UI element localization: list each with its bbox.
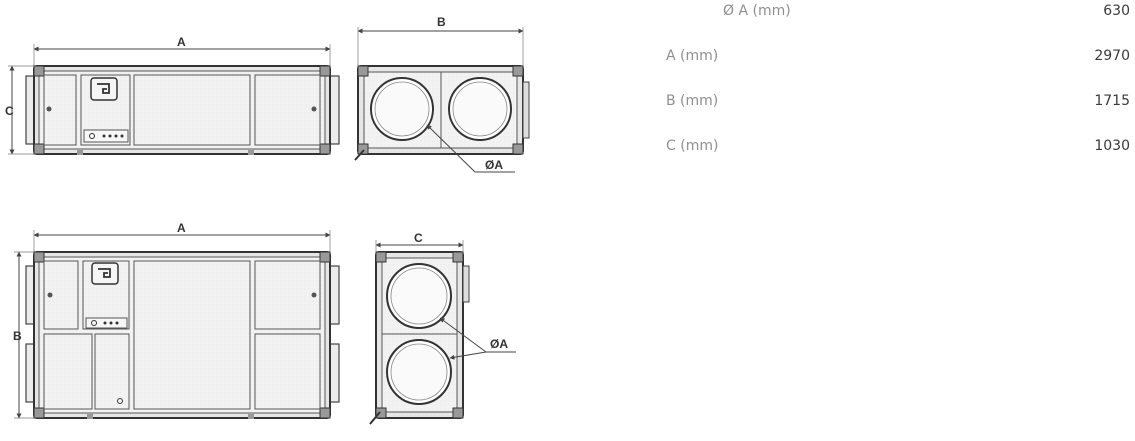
dimension-drawings: A C bbox=[5, 15, 530, 425]
spec-row-diameter: Ø A (mm) 630 bbox=[560, 0, 1135, 24]
side-view-horizontal: B ØA bbox=[354, 15, 530, 173]
dim-label-b: B bbox=[437, 15, 446, 29]
dim-label-b-lower: B bbox=[13, 329, 22, 343]
dim-label-a: A bbox=[177, 35, 186, 49]
spec-label: Ø A (mm) bbox=[723, 3, 791, 19]
dim-label-a-lower: A bbox=[177, 221, 186, 235]
spec-value: 1715 bbox=[1094, 93, 1130, 109]
dim-label-c-lower: C bbox=[414, 231, 423, 245]
front-view-horizontal: A C bbox=[5, 35, 340, 155]
spec-row-b: B (mm) 1715 bbox=[560, 90, 1135, 114]
spec-table: Ø A (mm) 630 A (mm) 2970 B (mm) 1715 C (… bbox=[560, 0, 1135, 170]
front-view-vertical: A B bbox=[13, 221, 340, 419]
spec-label: A (mm) bbox=[666, 48, 719, 64]
dim-label-diameter-bottom: ØA bbox=[490, 337, 508, 351]
spec-value: 1030 bbox=[1094, 138, 1130, 154]
spec-label: C (mm) bbox=[666, 138, 719, 154]
spec-value: 630 bbox=[1103, 3, 1130, 19]
side-view-vertical: C ØA bbox=[369, 231, 516, 425]
dim-label-c: C bbox=[5, 104, 14, 118]
spec-row-a: A (mm) 2970 bbox=[560, 45, 1135, 69]
spec-row-c: C (mm) 1030 bbox=[560, 135, 1135, 159]
dim-label-diameter-top: ØA bbox=[485, 158, 503, 172]
spec-value: 2970 bbox=[1094, 48, 1130, 64]
spec-label: B (mm) bbox=[666, 93, 719, 109]
